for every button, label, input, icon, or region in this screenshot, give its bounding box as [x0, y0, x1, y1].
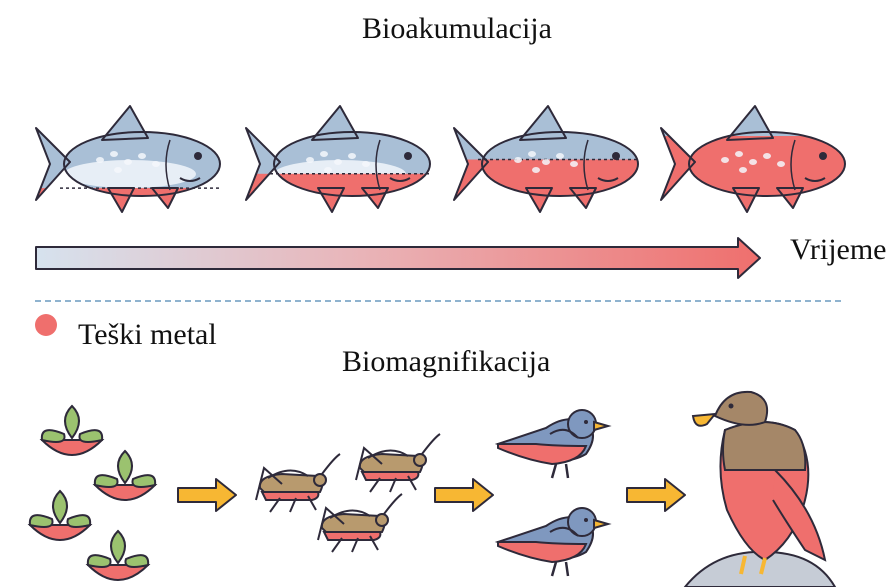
grasshopper-icon — [318, 494, 402, 552]
food-chain — [30, 392, 835, 587]
fish-icon — [30, 100, 230, 220]
fish-icon — [240, 100, 440, 220]
fish-icon — [655, 100, 855, 220]
flow-arrow — [627, 479, 685, 511]
plant-icon — [95, 451, 155, 500]
flow-arrow — [178, 479, 236, 511]
flow-arrow — [435, 479, 493, 511]
fish-icon — [448, 100, 648, 220]
time-arrow — [36, 238, 760, 278]
eagle-icon — [685, 392, 835, 587]
fish-row — [30, 100, 855, 220]
bird-icon — [498, 410, 608, 478]
bird-icon — [498, 508, 608, 576]
plant-icon — [88, 531, 148, 580]
grasshopper-icon — [256, 454, 340, 512]
plant-icon — [42, 406, 102, 455]
plant-icon — [30, 491, 90, 540]
grasshopper-icon — [356, 434, 440, 492]
